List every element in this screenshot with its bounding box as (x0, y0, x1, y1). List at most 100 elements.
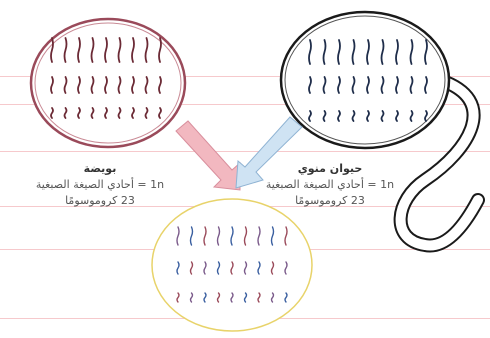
chromosome-glyph (77, 37, 81, 63)
chromosome-glyph (395, 39, 399, 65)
chromosome-glyph (409, 39, 414, 65)
chromosome-glyph (270, 292, 275, 303)
egg-label: بويضة 1n = أحادي الصيغة الصبغية 23 كرومو… (25, 161, 175, 209)
egg-cell (29, 17, 187, 149)
chromosome-glyph (243, 226, 248, 246)
chromosome-glyph (243, 261, 248, 275)
sperm-tail-inner (395, 75, 483, 251)
chromosome-glyph (230, 292, 234, 303)
chromosome-glyph (117, 107, 122, 119)
ruled-line (0, 104, 490, 105)
chromosome-glyph (257, 226, 261, 246)
sperm-head (279, 10, 451, 150)
chromosome-glyph (424, 110, 428, 122)
chromosome-glyph (351, 110, 356, 122)
chromosome-glyph (424, 39, 428, 65)
chromosome-glyph (284, 292, 288, 303)
chromosome-glyph (158, 37, 162, 63)
sperm-head-inner-ring (284, 15, 446, 145)
chromosome-glyph (337, 76, 341, 94)
ruled-line (0, 76, 490, 77)
zygote-chromosomes (176, 226, 288, 303)
chromosome-glyph (337, 39, 341, 65)
chromosome-glyph (284, 261, 288, 275)
chromosome-glyph (104, 37, 108, 63)
chromosome-glyph (351, 39, 356, 65)
chromosome-glyph (90, 37, 95, 63)
chromosome-glyph (63, 107, 68, 119)
chromosome-glyph (90, 76, 95, 94)
chromosome-glyph (176, 226, 180, 246)
chromosome-glyph (144, 107, 149, 119)
chromosome-glyph (216, 292, 221, 303)
chromosome-glyph (189, 292, 194, 303)
sperm-chromosomes (308, 39, 428, 122)
chromosome-glyph (144, 76, 149, 94)
chromosome-glyph (308, 110, 312, 122)
chromosome-glyph (117, 37, 122, 63)
chromosome-glyph (104, 76, 108, 94)
sperm-label: حيوان منوي 1n = أحادي الصيغة الصبغية 23 … (245, 161, 415, 209)
chromosome-glyph (144, 37, 149, 63)
chromosome-glyph (380, 76, 385, 94)
chromosome-glyph (50, 107, 54, 119)
chromosome-glyph (131, 107, 135, 119)
chromosome-glyph (409, 110, 414, 122)
sperm-chromosome-count: 23 كروموسومًا (295, 194, 365, 207)
chromosome-glyph (395, 110, 399, 122)
chromosome-glyph (366, 39, 370, 65)
chromosome-glyph (203, 292, 207, 303)
egg-ploidy: 1n = أحادي الصيغة الصبغية (35, 178, 165, 191)
chromosome-glyph (395, 76, 399, 94)
chromosome-glyph (90, 107, 95, 119)
chromosome-glyph (270, 226, 275, 246)
chromosome-glyph (337, 110, 341, 122)
chromosome-glyph (203, 226, 207, 246)
sperm-ploidy: 1n = أحادي الصيغة الصبغية (265, 178, 395, 191)
chromosome-glyph (424, 76, 428, 94)
chromosome-glyph (158, 76, 162, 94)
chromosome-glyph (366, 110, 370, 122)
zygote-cell (151, 198, 313, 332)
egg-cell-inner-ring (34, 22, 182, 144)
chromosome-glyph (63, 76, 68, 94)
chromosome-glyph (230, 261, 234, 275)
chromosome-glyph (322, 76, 327, 94)
chromosome-glyph (131, 37, 135, 63)
chromosome-glyph (77, 107, 81, 119)
chromosome-glyph (366, 76, 370, 94)
egg-chromosomes (50, 37, 162, 119)
chromosome-glyph (216, 261, 221, 275)
chromosome-glyph (322, 110, 327, 122)
chromosome-glyph (257, 292, 261, 303)
chromosome-glyph (117, 76, 122, 94)
chromosome-glyph (189, 261, 194, 275)
egg-arrow (175, 120, 241, 191)
chromosome-glyph (230, 226, 234, 246)
chromosome-glyph (308, 39, 312, 65)
chromosome-glyph (176, 261, 180, 275)
chromosome-glyph (77, 76, 81, 94)
chromosome-glyph (243, 292, 248, 303)
egg-chromosome-count: 23 كروموسومًا (65, 194, 135, 207)
chromosome-glyph (270, 261, 275, 275)
chromosome-glyph (63, 37, 68, 63)
chromosome-glyph (158, 107, 162, 119)
chromosome-glyph (50, 37, 54, 63)
chromosome-glyph (257, 261, 261, 275)
chromosome-glyph (308, 76, 312, 94)
sperm-title: حيوان منوي (297, 162, 363, 175)
egg-title: بويضة (83, 162, 117, 175)
chromosome-glyph (322, 39, 327, 65)
ruled-line (0, 151, 490, 152)
chromosome-glyph (351, 76, 356, 94)
sperm-arrow (235, 116, 303, 189)
chromosome-glyph (380, 39, 385, 65)
chromosome-glyph (50, 76, 54, 94)
chromosome-glyph (104, 107, 108, 119)
chromosome-glyph (284, 226, 288, 246)
chromosome-glyph (131, 76, 135, 94)
chromosome-glyph (176, 292, 180, 303)
chromosome-glyph (409, 76, 414, 94)
